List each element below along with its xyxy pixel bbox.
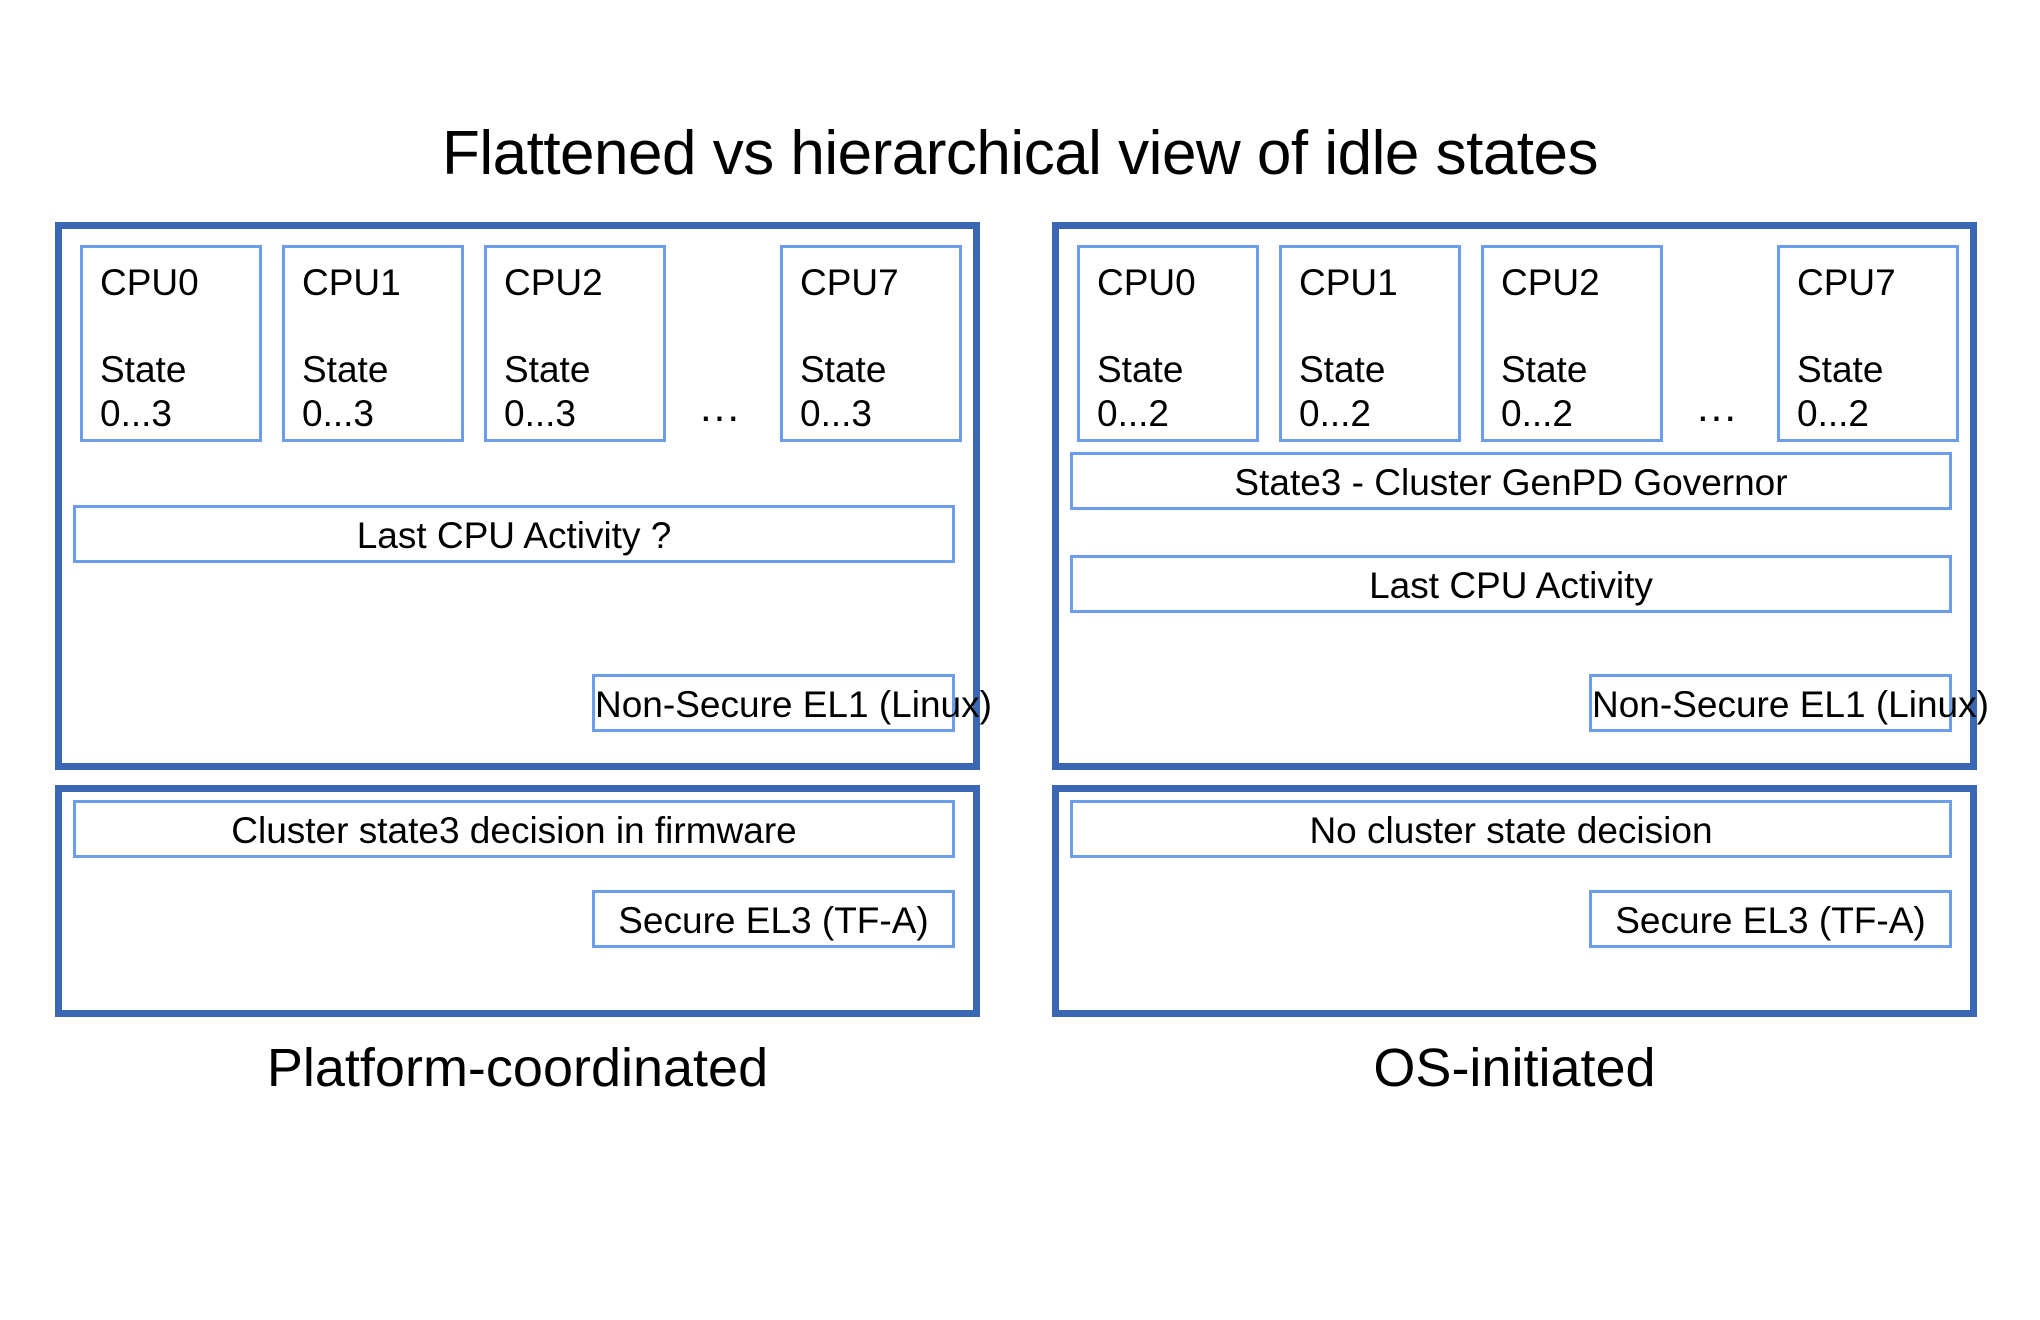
cpu-label: CPU1: [302, 262, 401, 303]
column-os-initiated: CPU0 State 0...2 CPU1 State 0...2 CPU2 S…: [1052, 0, 1989, 1320]
cpu-state-range: State 0...2: [1797, 349, 1884, 434]
cpu-row: CPU0 State 0...3 CPU1 State 0...3 CPU2 S…: [80, 245, 962, 442]
non-secure-el1-badge: Non-Secure EL1 (Linux): [1589, 674, 1989, 732]
cpu-label: CPU2: [504, 262, 603, 303]
column-caption: OS-initiated: [1373, 1038, 1656, 1098]
cpu-state-range: State 0...3: [100, 349, 187, 434]
cluster-state-decision-bar[interactable]: No cluster state decision: [1070, 800, 1952, 858]
cpu-row: CPU0 State 0...2 CPU1 State 0...2 CPU2 S…: [1077, 245, 1959, 442]
cpu-label: CPU2: [1501, 262, 1600, 303]
cpu-state-range: State 0...2: [1501, 349, 1588, 434]
cpu-box-cpu7[interactable]: CPU7 State 0...3: [780, 245, 962, 442]
cpu-label: CPU0: [1097, 262, 1196, 303]
cpu-box-cpu1[interactable]: CPU1 State 0...3: [282, 245, 464, 442]
cpu-ellipsis: ...: [1697, 383, 1739, 430]
cpu-box-cpu2[interactable]: CPU2 State 0...3: [484, 245, 666, 442]
cluster-genpd-governor-bar[interactable]: State3 - Cluster GenPD Governor: [1070, 452, 1952, 510]
non-secure-el1-panel: CPU0 State 0...2 CPU1 State 0...2 CPU2 S…: [1052, 222, 1977, 770]
secure-el3-badge: Secure EL3 (TF-A): [1589, 890, 1952, 948]
page-title: Flattened vs hierarchical view of idle s…: [441, 119, 1599, 188]
last-cpu-activity-bar[interactable]: Last CPU Activity: [1070, 555, 1952, 613]
column-caption: Platform-coordinated: [266, 1038, 769, 1098]
secure-el3-badge: Secure EL3 (TF-A): [592, 890, 955, 948]
cpu-label: CPU0: [100, 262, 199, 303]
cpu-state-range: State 0...2: [1097, 349, 1184, 434]
cpu-box-cpu2[interactable]: CPU2 State 0...2: [1481, 245, 1663, 442]
cpu-label: CPU7: [1797, 262, 1896, 303]
cpu-box-cpu7[interactable]: CPU7 State 0...2: [1777, 245, 1959, 442]
non-secure-el1-badge: Non-Secure EL1 (Linux): [592, 674, 992, 732]
cpu-state-range: State 0...2: [1299, 349, 1386, 434]
column-platform-coordinated: CPU0 State 0...3 CPU1 State 0...3 CPU2 S…: [55, 0, 992, 1320]
cpu-ellipsis: ...: [700, 383, 742, 430]
last-cpu-activity-bar[interactable]: Last CPU Activity ?: [73, 505, 955, 563]
cpu-state-range: State 0...3: [800, 349, 887, 434]
non-secure-el1-panel: CPU0 State 0...3 CPU1 State 0...3 CPU2 S…: [55, 222, 980, 770]
cpu-state-range: State 0...3: [504, 349, 591, 434]
cluster-state-decision-bar[interactable]: Cluster state3 decision in firmware: [73, 800, 955, 858]
cpu-box-cpu0[interactable]: CPU0 State 0...3: [80, 245, 262, 442]
cpu-label: CPU1: [1299, 262, 1398, 303]
cpu-label: CPU7: [800, 262, 899, 303]
cpu-box-cpu0[interactable]: CPU0 State 0...2: [1077, 245, 1259, 442]
cpu-box-cpu1[interactable]: CPU1 State 0...2: [1279, 245, 1461, 442]
cpu-state-range: State 0...3: [302, 349, 389, 434]
